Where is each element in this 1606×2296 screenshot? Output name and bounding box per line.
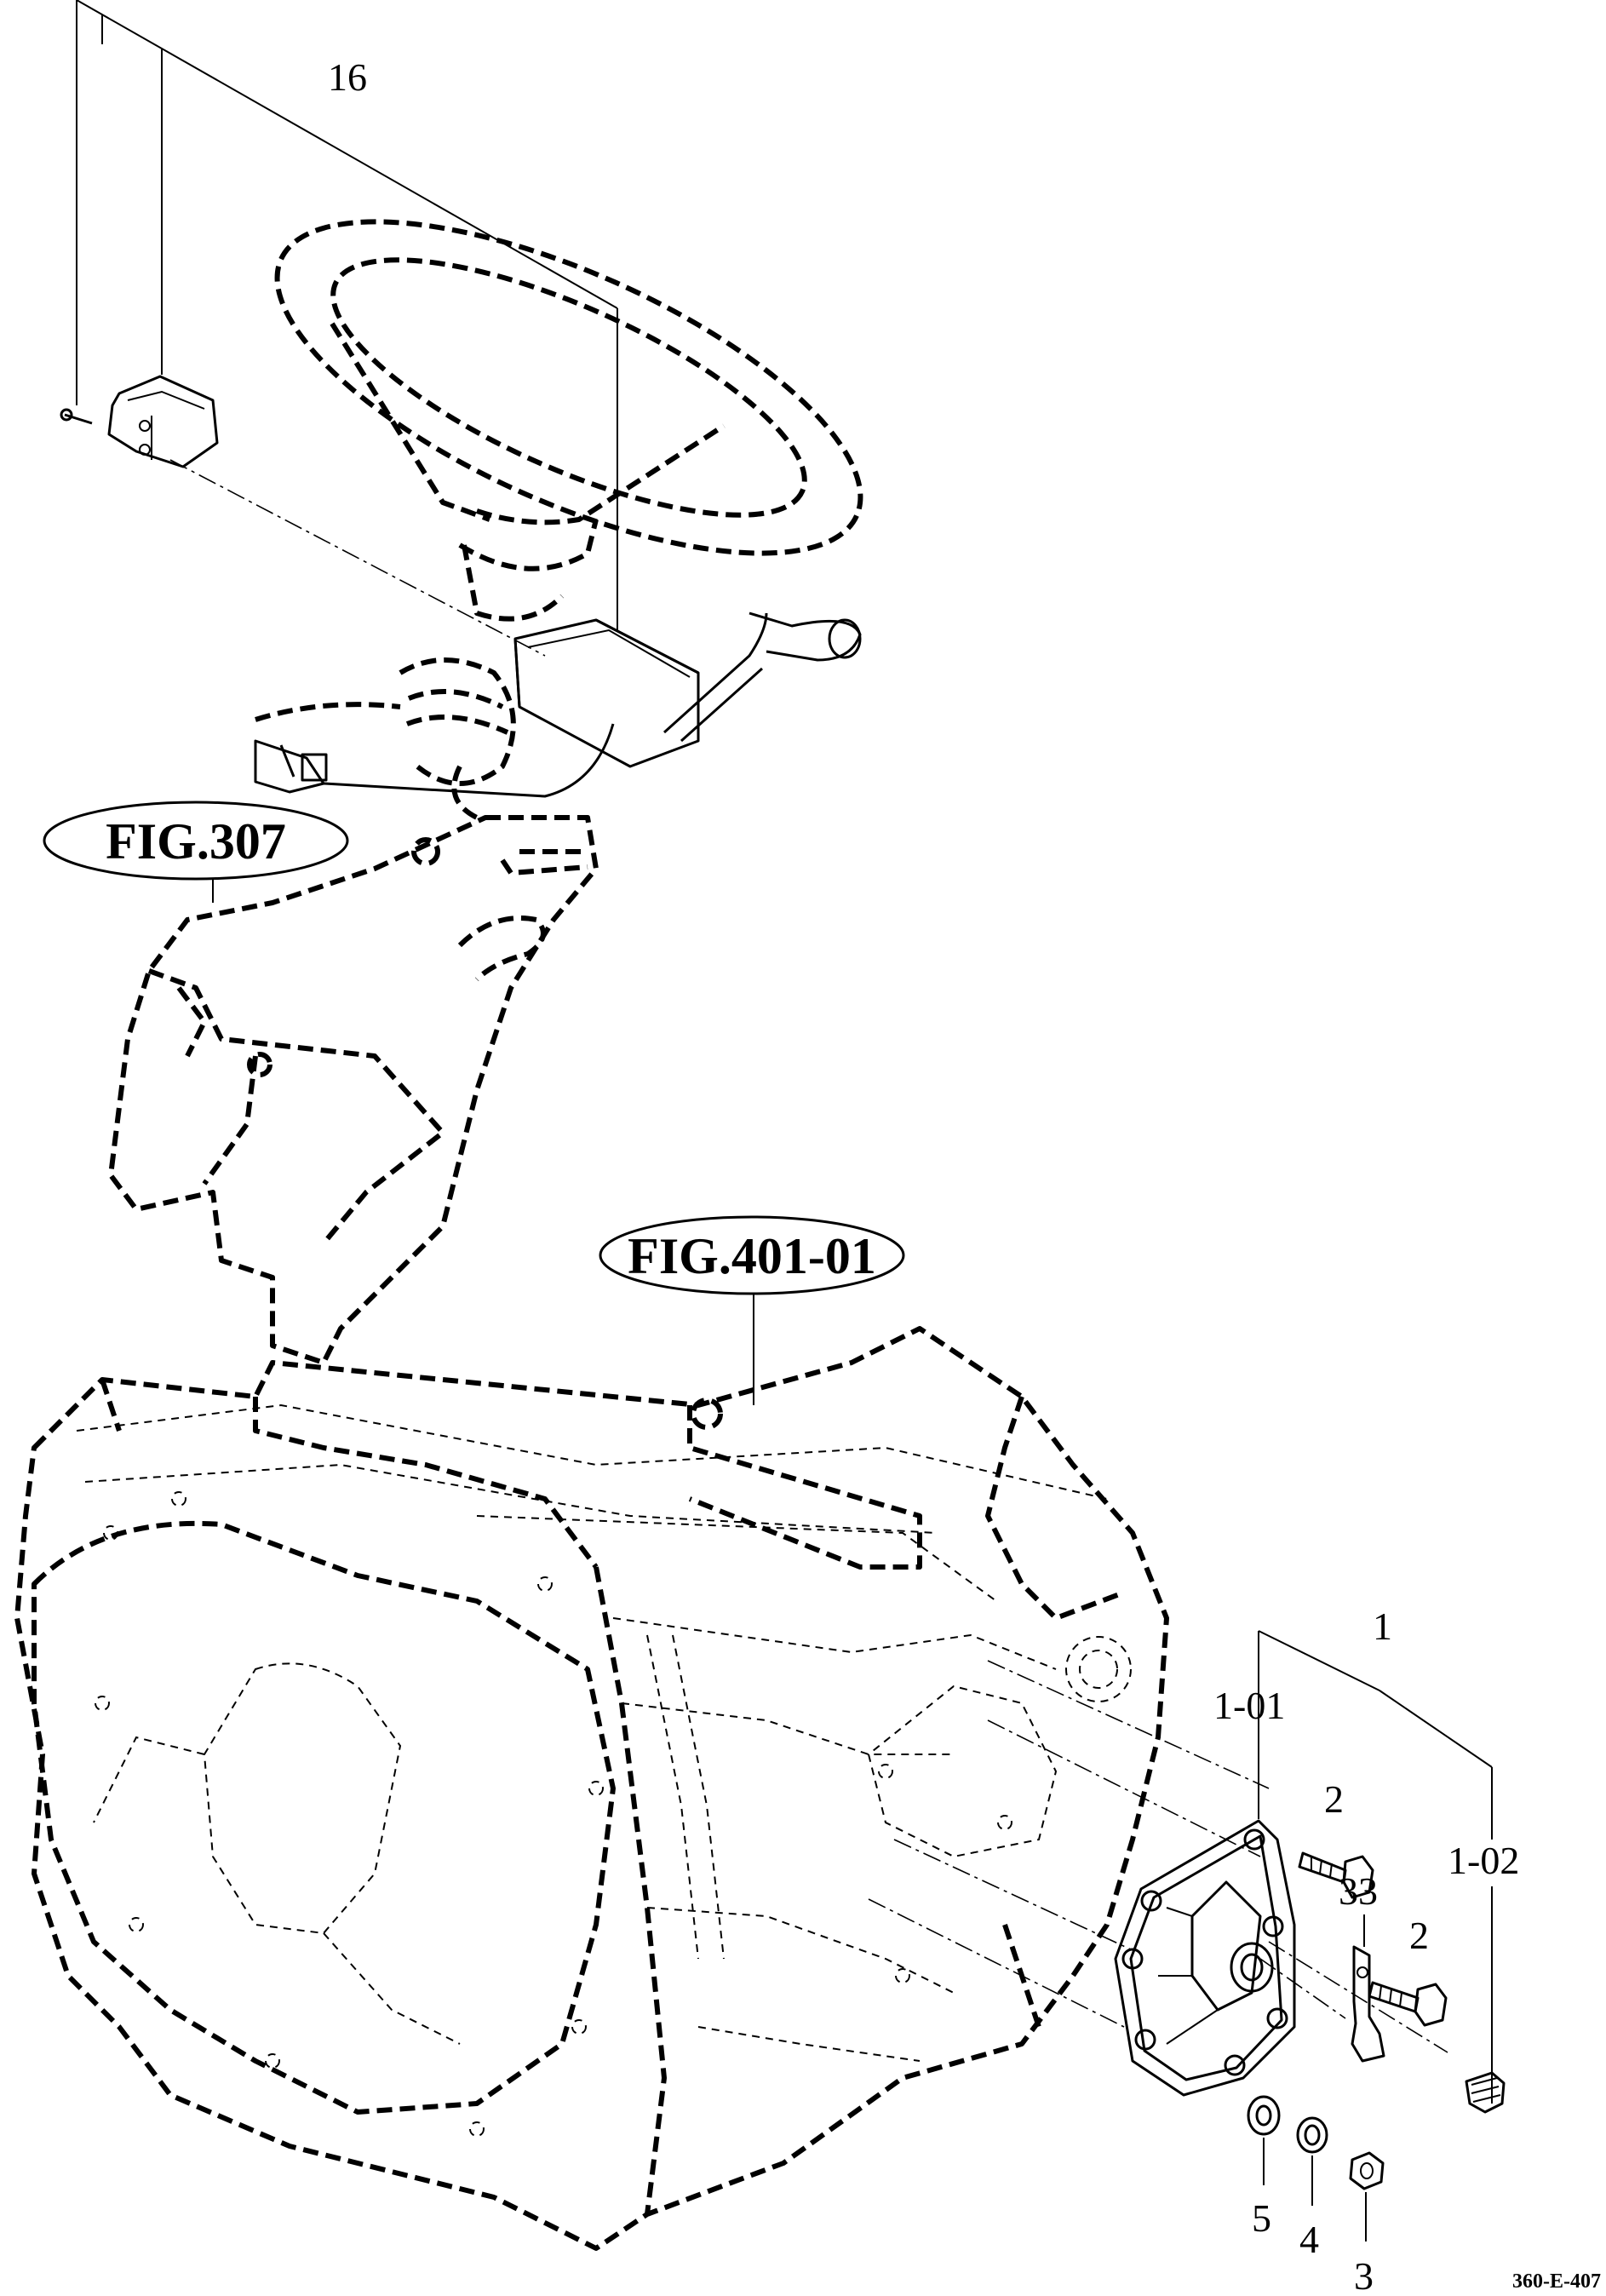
steering-wheel-phantom xyxy=(274,219,863,622)
cover-alignment-lines xyxy=(868,1660,1448,2053)
callout-5: 5 xyxy=(1252,2196,1271,2240)
fig-307-reference: FIG.307 xyxy=(43,801,349,903)
callout-2-lower: 2 xyxy=(1409,1914,1429,1957)
switch-housing-part xyxy=(107,375,219,468)
bracket-33-part xyxy=(1351,1914,1385,2063)
callout-16: 16 xyxy=(328,55,367,99)
callout-2-upper: 2 xyxy=(1324,1777,1344,1821)
transmission-housing-phantom xyxy=(14,1326,1169,2251)
callout-33: 33 xyxy=(1339,1869,1378,1913)
fig-401-01-label: FIG.401-01 xyxy=(628,1228,876,1284)
callout-16-leader xyxy=(76,0,618,630)
callout-1-01: 1-01 xyxy=(1213,1684,1285,1727)
cover-plate-part xyxy=(1114,1819,1296,2097)
screw-part xyxy=(60,408,93,425)
callout-1-leader xyxy=(1258,1630,1493,2104)
plug-part xyxy=(1465,2071,1506,2114)
bolt-upper-part xyxy=(1298,1851,1374,1899)
callout-1-02: 1-02 xyxy=(1448,1839,1519,1882)
combination-switch-part xyxy=(254,611,862,798)
dashboard-panel-phantom xyxy=(108,815,599,1365)
callout-4: 4 xyxy=(1299,2218,1319,2261)
drawing-code: 360-E-407 xyxy=(1512,2270,1601,2293)
housing-detail-lines xyxy=(76,1403,1132,2137)
nut-3-part xyxy=(1349,2151,1385,2241)
callout-3: 3 xyxy=(1354,2254,1374,2296)
washer-5-part xyxy=(1247,2095,1281,2185)
callout-1: 1 xyxy=(1373,1604,1392,1648)
alignment-line-switch xyxy=(169,459,546,657)
spring-washer-4-part xyxy=(1296,2116,1328,2206)
fig-401-01-reference: FIG.401-01 xyxy=(599,1215,905,1405)
bolt-lower-part xyxy=(1368,1981,1448,2027)
fig-307-label: FIG.307 xyxy=(106,813,286,870)
steering-column-phantom xyxy=(255,657,516,820)
